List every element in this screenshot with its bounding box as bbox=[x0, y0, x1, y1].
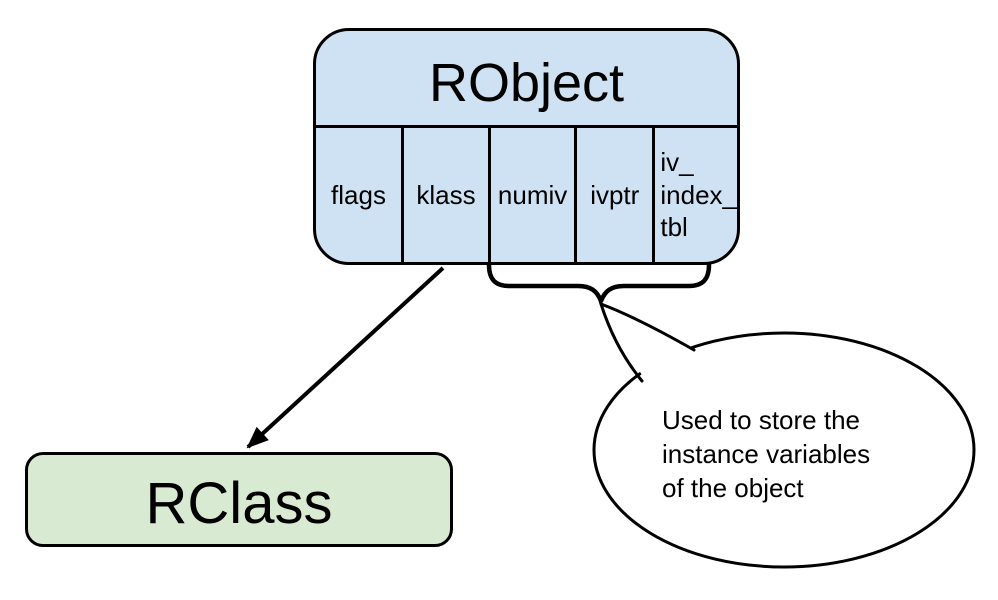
robject-node: RObject flags klass numiv ivptr iv_ inde… bbox=[313, 28, 740, 265]
field-label-iv-index-tbl: iv_ index_ tbl bbox=[660, 147, 737, 243]
arrow-robject-to-rclass bbox=[246, 266, 445, 449]
field-label-ivptr: ivptr bbox=[590, 179, 640, 210]
field-label-klass: klass bbox=[416, 179, 476, 210]
robject-fields-row: flags klass numiv ivptr iv_ index_ tbl bbox=[316, 128, 737, 262]
field-label-numiv: numiv bbox=[497, 179, 568, 210]
rclass-title: RClass bbox=[145, 470, 333, 536]
robject-title: RObject bbox=[428, 53, 625, 113]
field-cell-numiv: numiv bbox=[488, 128, 574, 262]
callout-text: Used to store the instance variables of … bbox=[662, 405, 871, 503]
field-cell-ivptr: ivptr bbox=[574, 128, 652, 262]
robject-header: RObject bbox=[316, 31, 737, 128]
rclass-node: RClass bbox=[25, 452, 453, 547]
field-label-flags: flags bbox=[331, 179, 386, 210]
field-cell-iv-index-tbl: iv_ index_ tbl bbox=[652, 128, 737, 262]
speech-bubble-tail-outline bbox=[598, 301, 696, 383]
curly-brace-instance-vars bbox=[486, 262, 712, 304]
speech-bubble-tail-fill bbox=[601, 304, 706, 391]
field-cell-klass: klass bbox=[401, 128, 488, 262]
field-cell-flags: flags bbox=[316, 128, 401, 262]
